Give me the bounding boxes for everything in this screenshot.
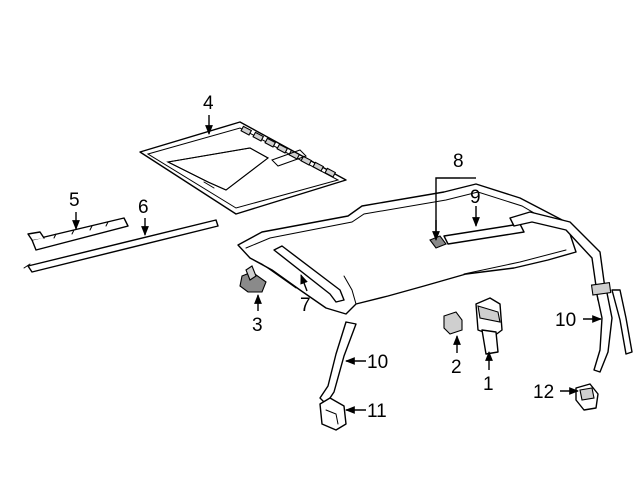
callout-6: 6 [138,197,149,218]
clip-part-3 [239,265,267,293]
drain-hose-left-part-10 [319,321,357,405]
weatherstrip-part-7 [273,245,345,303]
callout-11: 11 [367,401,387,422]
sunroof-glass-panel [139,121,347,215]
callout-labels: 4 5 6 3 7 8 9 2 1 10 11 10 12 [69,93,576,422]
callout-3: 3 [252,315,263,336]
switch-part-2 [443,311,463,335]
leader-lines [72,115,602,414]
drain-hose-right-part-10 [590,282,633,373]
roof-panel [237,183,577,315]
callout-9: 9 [470,187,481,208]
callout-12: 12 [533,382,554,403]
clip-part-12 [575,383,599,411]
callout-8: 8 [453,151,464,172]
bracket-part-5 [27,217,129,251]
callout-10-right: 10 [555,310,576,331]
sunroof-motor-part-1 [475,297,503,355]
callout-2: 2 [451,357,462,378]
callout-4: 4 [203,93,214,114]
callout-5: 5 [69,190,80,211]
callout-10-left: 10 [367,352,388,373]
callout-7: 7 [300,295,311,316]
strip-part-6 [23,219,219,273]
callout-1: 1 [483,374,494,395]
hose-clip-part-11 [319,397,347,431]
